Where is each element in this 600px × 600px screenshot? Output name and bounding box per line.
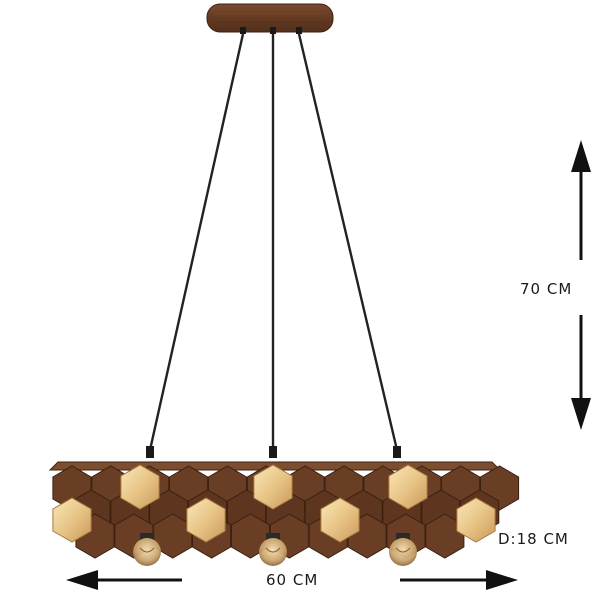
- depth-label: D:18 CM: [498, 530, 569, 548]
- wood-hex-cell: [425, 513, 465, 559]
- cord-left: [148, 33, 245, 451]
- bulb-left: [133, 533, 161, 566]
- width-arrow-right-head: [486, 570, 518, 590]
- bulb-center: [259, 533, 287, 566]
- width-label: 60 CM: [266, 571, 319, 589]
- brass-hexagon: [186, 497, 226, 543]
- brass-hexagon: [388, 464, 428, 510]
- height-arrow-down-head: [571, 398, 591, 430]
- cord-right: [297, 33, 399, 451]
- brass-hexagon: [320, 497, 360, 543]
- brass-hexagons: [52, 464, 496, 543]
- brass-hexagon: [52, 497, 92, 543]
- width-arrow-left-head: [66, 570, 98, 590]
- bulbs: [133, 533, 417, 566]
- width-dimension-arrows: [66, 570, 518, 590]
- brass-hexagon: [120, 464, 160, 510]
- height-dimension-arrows: [571, 140, 591, 430]
- bulb-right: [389, 533, 417, 566]
- brass-hexagon: [253, 464, 293, 510]
- hanging-cords: [148, 33, 399, 451]
- brass-hexagon: [456, 497, 496, 543]
- height-arrow-up-head: [571, 140, 591, 172]
- height-label: 70 CM: [520, 280, 573, 298]
- ceiling-canopy: [206, 3, 334, 34]
